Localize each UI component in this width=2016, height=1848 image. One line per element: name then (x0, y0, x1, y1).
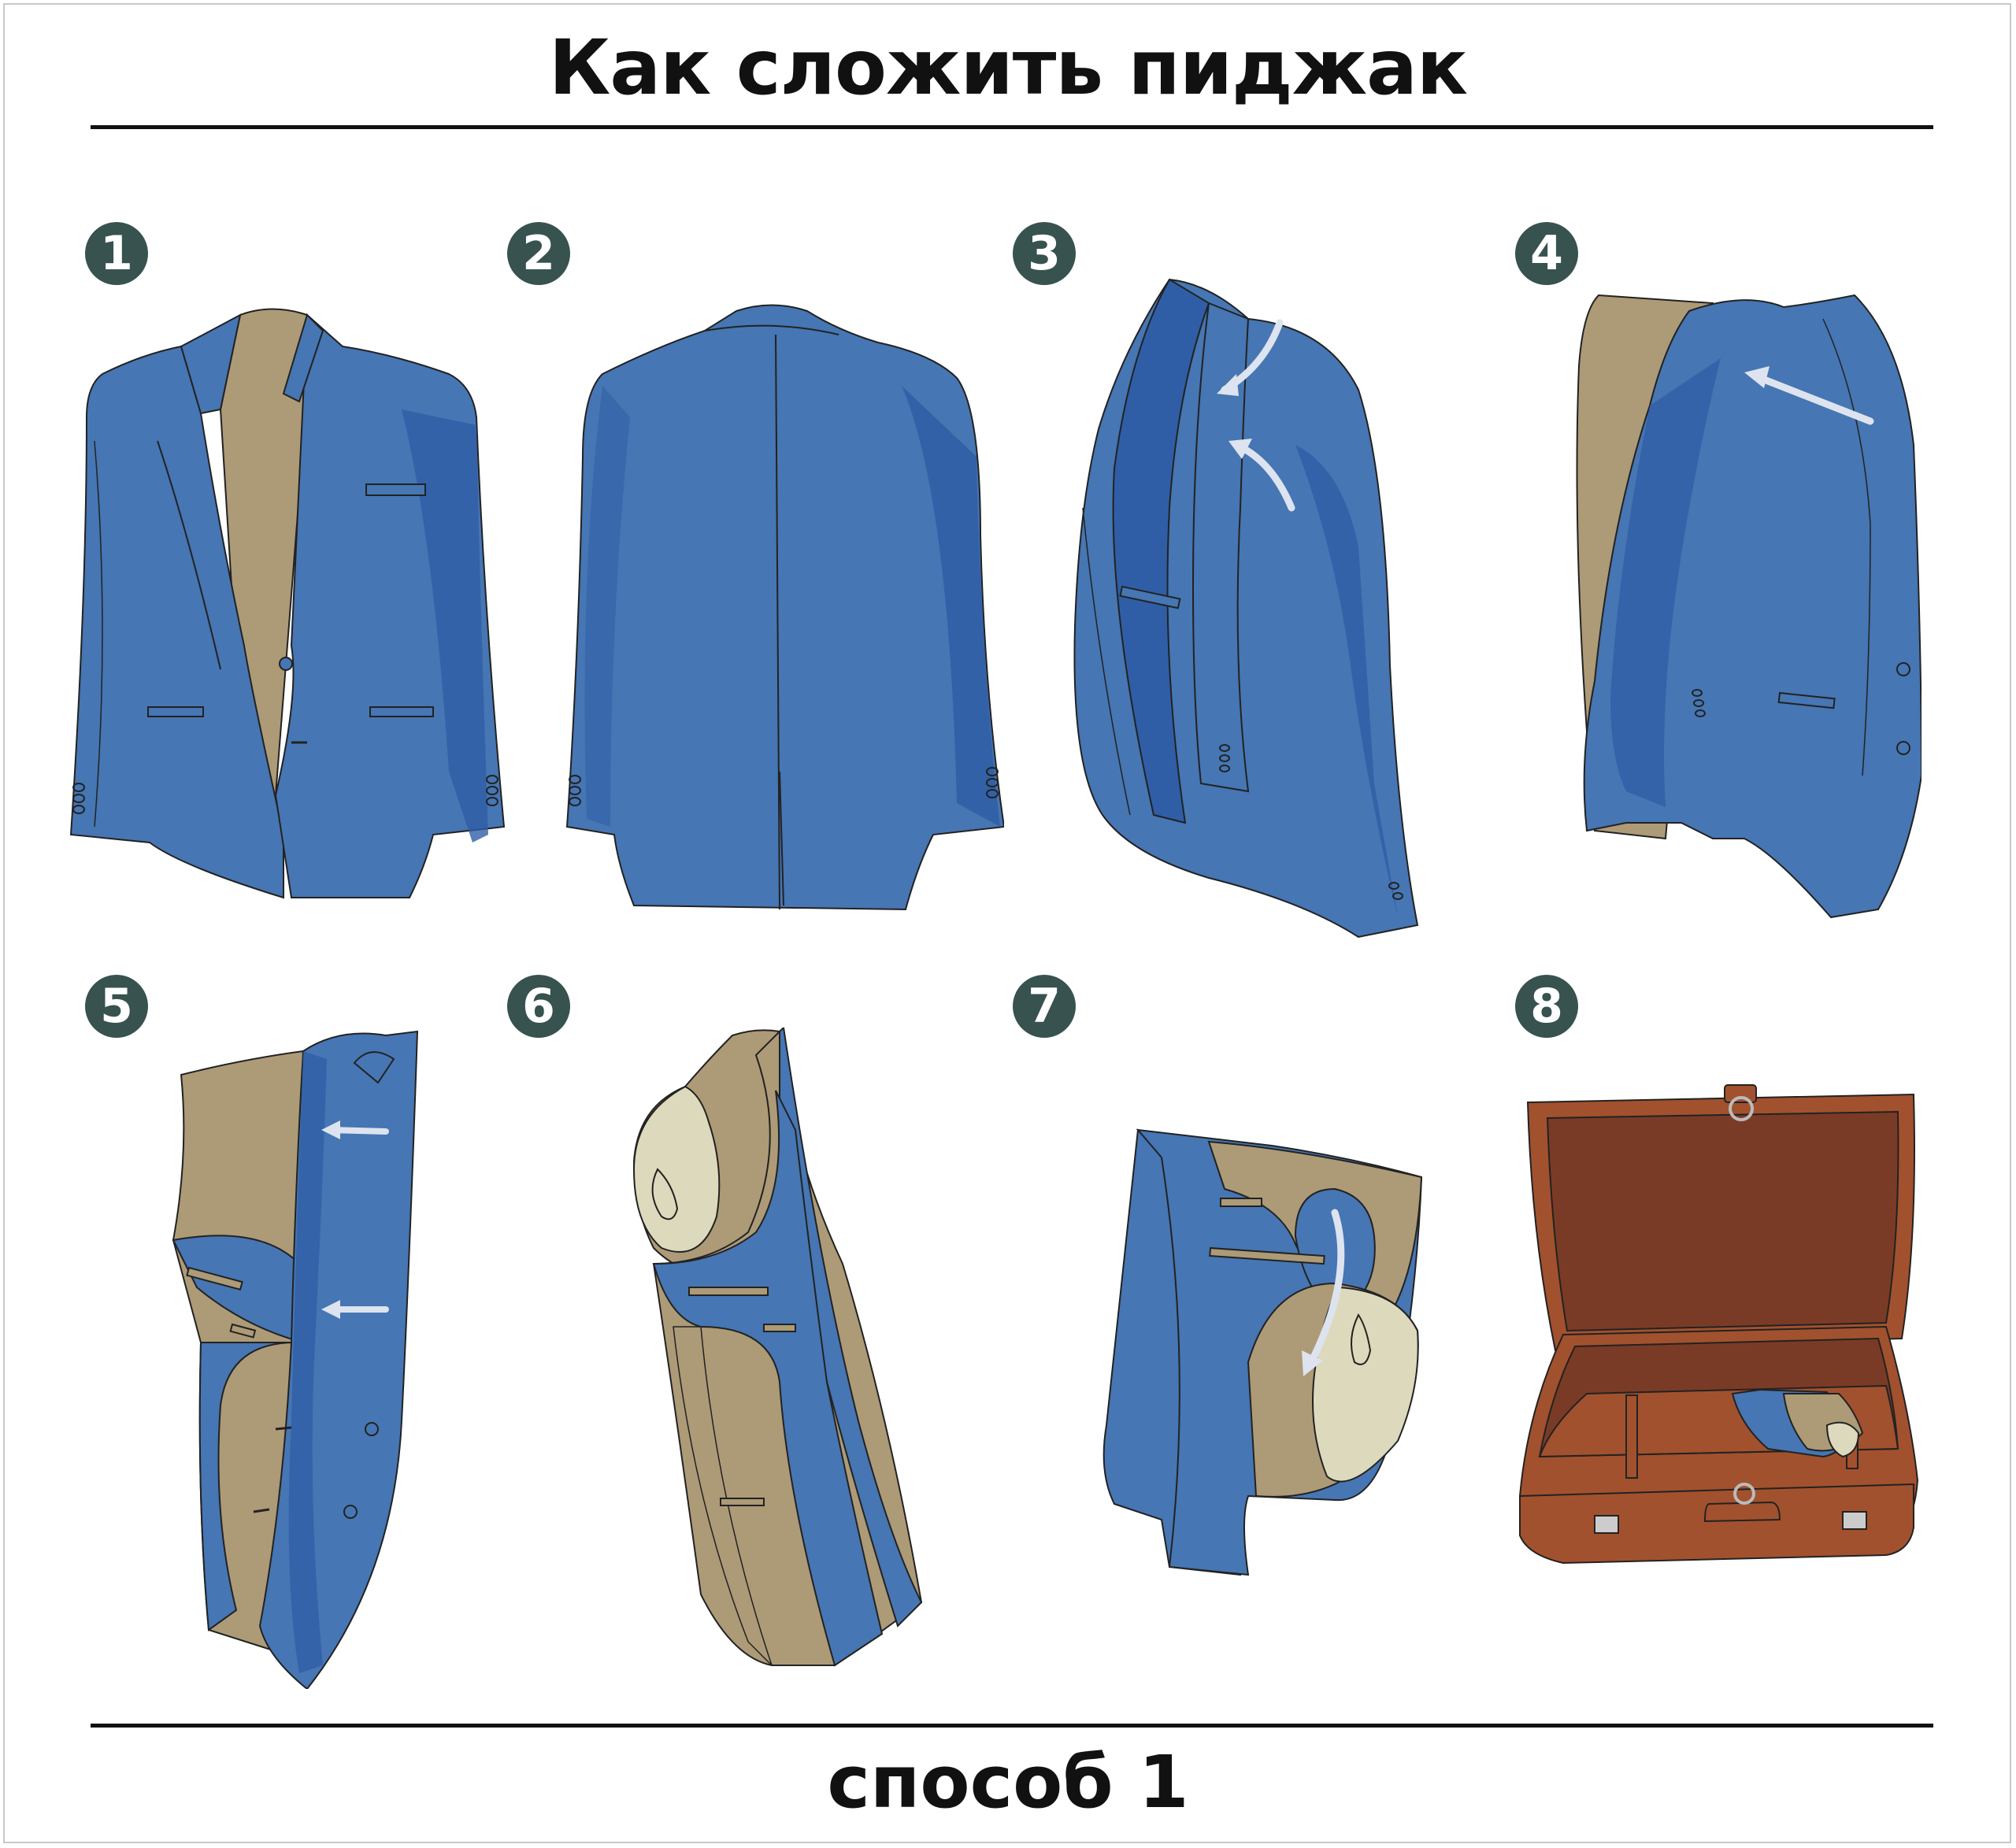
step-6-half-fold-illustration (632, 1028, 923, 1667)
footer-divider (91, 1724, 1933, 1728)
step-3-shoulder-turn-illustration (1073, 278, 1419, 939)
step-1-badge: 1 (85, 222, 148, 285)
step-7-badge: 7 (1013, 975, 1076, 1038)
step-2-badge: 2 (507, 222, 570, 285)
step-5-badge: 5 (85, 975, 148, 1038)
step-8-suitcase-illustration (1518, 1084, 1919, 1565)
step-6-badge: 6 (507, 975, 570, 1038)
title-divider (91, 125, 1933, 129)
page-title: Как сложить пиджак (548, 24, 1468, 112)
image-frame (3, 3, 2011, 1843)
method-label: способ 1 (827, 1740, 1189, 1824)
step-1-jacket-front-illustration (69, 308, 506, 899)
step-4-badge: 4 (1515, 222, 1578, 285)
step-5-lengthwise-fold-illustration (172, 1030, 419, 1689)
step-4-shoulder-tuck-illustration (1576, 294, 1922, 919)
step-2-jacket-back-illustration (565, 304, 1004, 911)
step-7-folded-half-illustration (1102, 1128, 1423, 1576)
step-8-badge: 8 (1515, 975, 1578, 1038)
step-3-badge: 3 (1013, 222, 1076, 285)
